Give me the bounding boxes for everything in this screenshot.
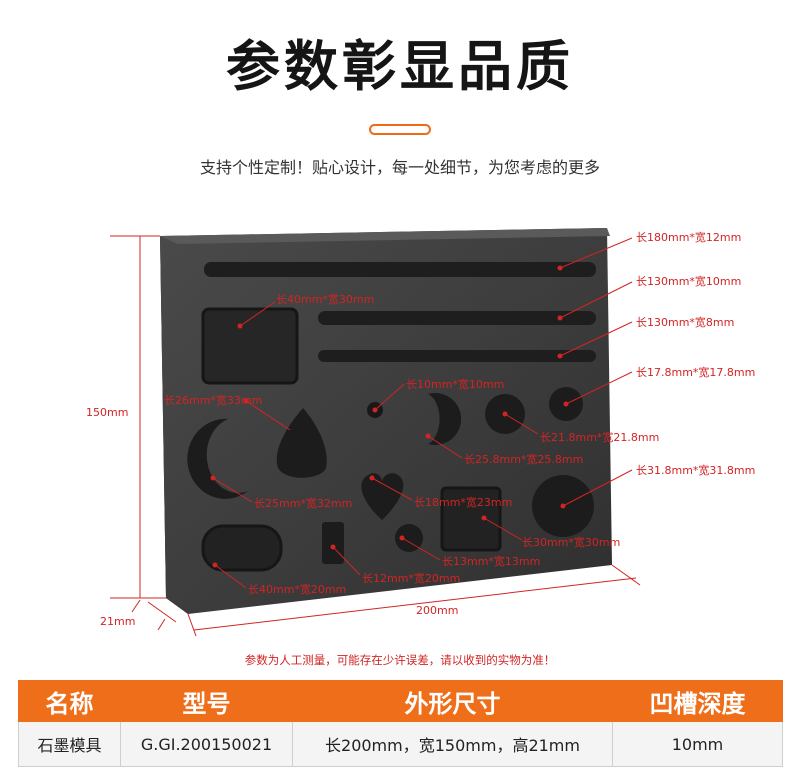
dot-31-8 <box>560 503 566 509</box>
pocket-12x20 <box>322 522 344 564</box>
table-row: 石墨模具 G.GI.200150021 长200mm，宽150mm，高21mm … <box>18 721 783 767</box>
dot-40x30 <box>237 323 243 329</box>
graphite-mold-figure: 长180mm*宽12mm 长130mm*宽10mm 长130mm*宽8mm 长4… <box>86 228 755 637</box>
annotation-label: 长40mm*宽30mm <box>276 292 374 306</box>
annotation-label: 长31.8mm*宽31.8mm <box>636 463 755 477</box>
annotation-label: 长130mm*宽10mm <box>636 274 741 288</box>
dot-21-8 <box>502 411 508 417</box>
annotation-label: 长40mm*宽20mm <box>248 582 346 596</box>
dimension-depth-label: 21mm <box>100 615 135 628</box>
pocket-25-8-half-circle <box>428 393 462 445</box>
spec-table-header: 名称 型号 外形尺寸 凹槽深度 <box>18 680 783 722</box>
dot-25x32 <box>210 475 216 481</box>
dot-25-8 <box>425 433 431 439</box>
annotation-label: 长12mm*宽20mm <box>362 571 460 585</box>
pocket-40x30 <box>201 307 299 385</box>
dot-12x20 <box>330 544 336 550</box>
header-name: 名称 <box>18 680 121 722</box>
title-underline-pill <box>369 124 431 135</box>
annotation-label: 长25.8mm*宽25.8mm <box>464 452 583 466</box>
slot-180x12 <box>204 262 596 277</box>
annotation-label: 长180mm*宽12mm <box>636 230 741 244</box>
dot-10x10 <box>372 407 378 413</box>
pocket-18x23 <box>440 486 502 552</box>
cell-size: 长200mm，宽150mm，高21mm <box>292 721 613 767</box>
header-size: 外形尺寸 <box>292 680 613 722</box>
page-subtitle: 支持个性定制！贴心设计，每一处细节，为您考虑的更多 <box>199 158 600 177</box>
cell-model: G.GI.200150021 <box>120 721 293 767</box>
spec-table: 名称 型号 外形尺寸 凹槽深度 石墨模具 G.GI.200150021 长200… <box>18 680 783 767</box>
header-depth: 凹槽深度 <box>612 680 783 722</box>
block-top-edge <box>160 228 610 244</box>
dimension-length-label: 200mm <box>416 604 458 617</box>
annotation-label: 长130mm*宽8mm <box>636 315 734 329</box>
dot-17-8 <box>563 401 569 407</box>
annotation-label: 长26mm*宽33mm <box>164 393 262 407</box>
measurement-note: 参数为人工测量，可能存在少许误差，请以收到的实物为准！ <box>244 653 556 667</box>
cell-depth: 10mm <box>612 721 783 767</box>
pocket-26x33-crescent <box>187 418 248 499</box>
page-title: 参数彰显品质 <box>226 35 574 98</box>
slot-130x10 <box>318 311 596 325</box>
dot-130x8 <box>557 353 563 359</box>
dot-180x12 <box>557 265 563 271</box>
annotation-label: 长30mm*宽30mm <box>522 535 620 549</box>
annotation-label: 长25mm*宽32mm <box>254 496 352 510</box>
pocket-40x20-oval <box>201 524 283 572</box>
annotation-label: 长13mm*宽13mm <box>442 554 540 568</box>
dot-13x13 <box>399 535 405 541</box>
dot-26x33 <box>243 398 249 404</box>
dot-30x30 <box>481 515 487 521</box>
annotation-label: 长21.8mm*宽21.8mm <box>540 430 659 444</box>
pocket-teardrop <box>276 408 327 478</box>
slot-130x8 <box>318 350 596 362</box>
dot-130x10 <box>557 315 563 321</box>
annotation-label: 长17.8mm*宽17.8mm <box>636 365 755 379</box>
dot-18x23 <box>369 475 375 481</box>
dot-40x20 <box>212 562 218 568</box>
pocket-13x13-circle <box>395 524 423 552</box>
annotation-label: 长18mm*宽23mm <box>414 495 512 509</box>
annotation-label: 长10mm*宽10mm <box>406 377 504 391</box>
cell-name: 石墨模具 <box>18 721 121 767</box>
pocket-heart <box>361 473 404 520</box>
header-model: 型号 <box>120 680 293 722</box>
dimension-height-label: 150mm <box>86 406 128 419</box>
